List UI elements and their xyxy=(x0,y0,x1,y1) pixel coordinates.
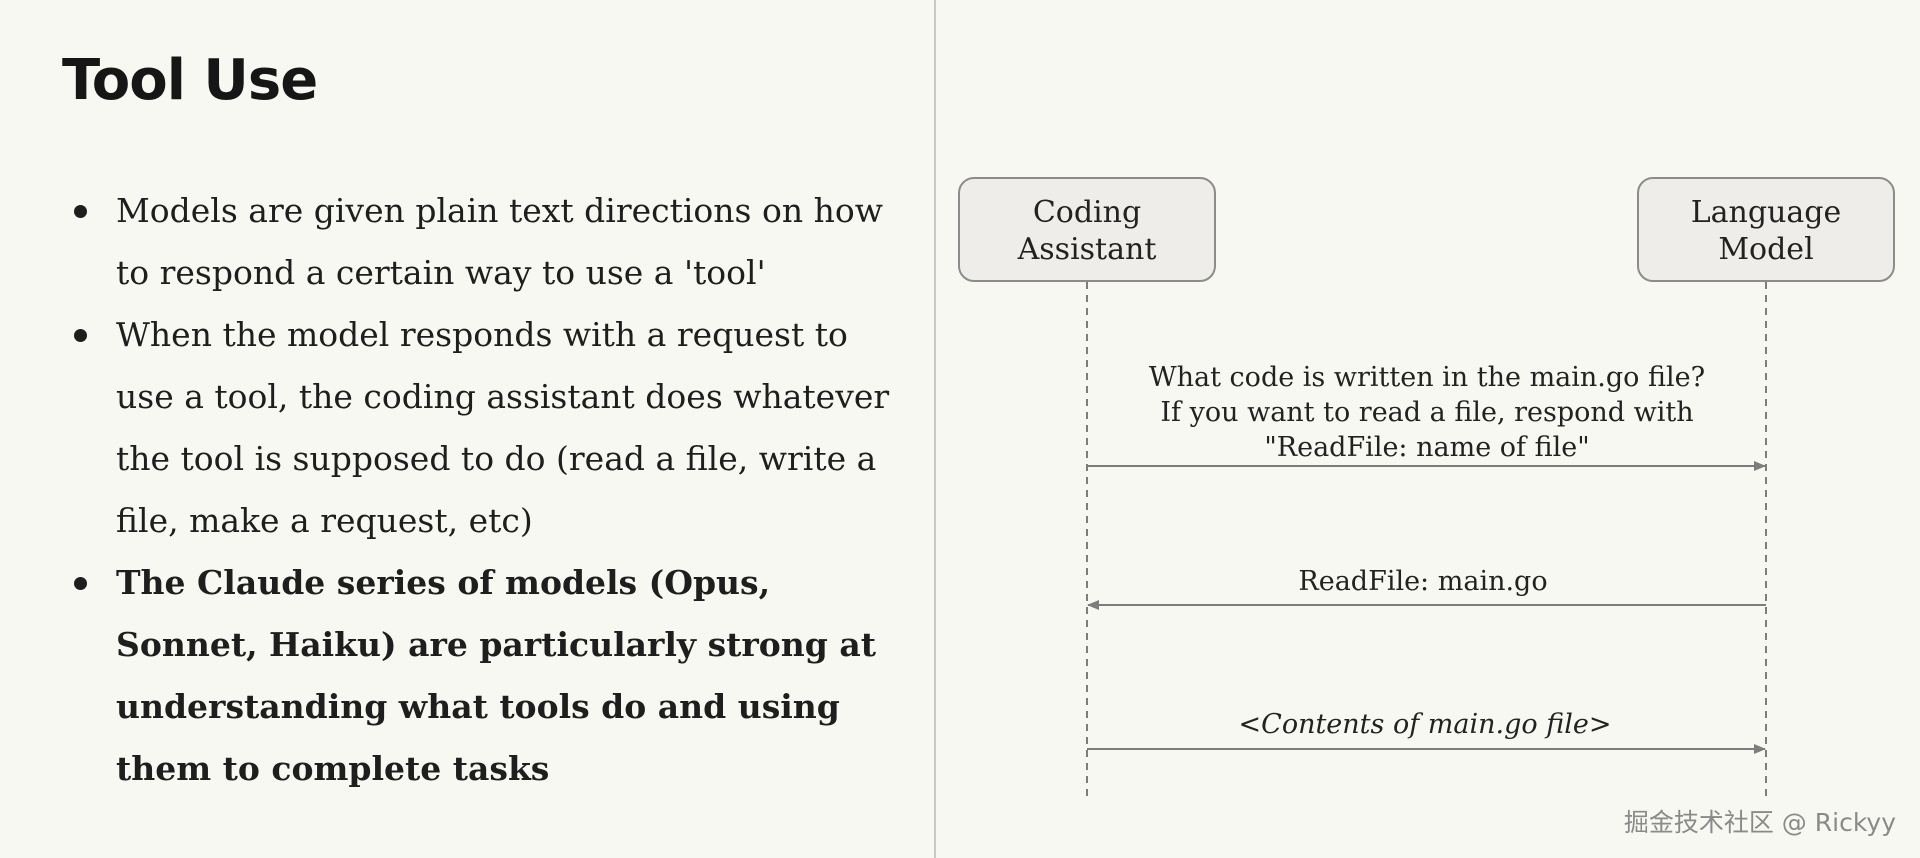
participant-label-line: Coding xyxy=(1033,195,1141,230)
watermark: 掘金技术社区 @ Rickyy xyxy=(1623,808,1896,837)
message-tool-call: ReadFile: main.go xyxy=(1087,566,1766,610)
message-label-line: <Contents of main.go file> xyxy=(1239,709,1612,740)
participant-label-line: Language xyxy=(1691,195,1842,230)
participant-label-line: Assistant xyxy=(1017,232,1157,267)
participant-coding-assistant: Coding Assistant xyxy=(958,177,1216,282)
message-label-line: ReadFile: main.go xyxy=(1298,566,1547,597)
message-label-line: What code is written in the main.go file… xyxy=(1149,362,1705,393)
bullet-dot-icon xyxy=(74,329,87,342)
bullet-text: When the model responds with a request t… xyxy=(116,315,890,540)
bullet-text: The Claude series of models (Opus, Sonne… xyxy=(116,563,876,788)
message-label-line: "ReadFile: name of file" xyxy=(1264,432,1589,463)
bullet-item: The Claude series of models (Opus, Sonne… xyxy=(70,552,910,800)
message-tool-result: <Contents of main.go file> xyxy=(1087,709,1766,754)
message-label-line: If you want to read a file, respond with xyxy=(1160,397,1693,428)
panel-divider xyxy=(934,0,936,858)
bullet-dot-icon xyxy=(74,205,87,218)
bullet-dot-icon xyxy=(74,577,87,590)
bullet-item: Models are given plain text directions o… xyxy=(70,180,910,304)
bullet-list: Models are given plain text directions o… xyxy=(70,180,910,800)
bullet-item: When the model responds with a request t… xyxy=(70,304,910,552)
participant-label-line: Model xyxy=(1718,232,1813,267)
message-request: What code is written in the main.go file… xyxy=(1087,362,1766,471)
bullet-text: Models are given plain text directions o… xyxy=(116,191,883,292)
participant-language-model: Language Model xyxy=(1637,177,1895,282)
slide-title: Tool Use xyxy=(62,48,318,113)
